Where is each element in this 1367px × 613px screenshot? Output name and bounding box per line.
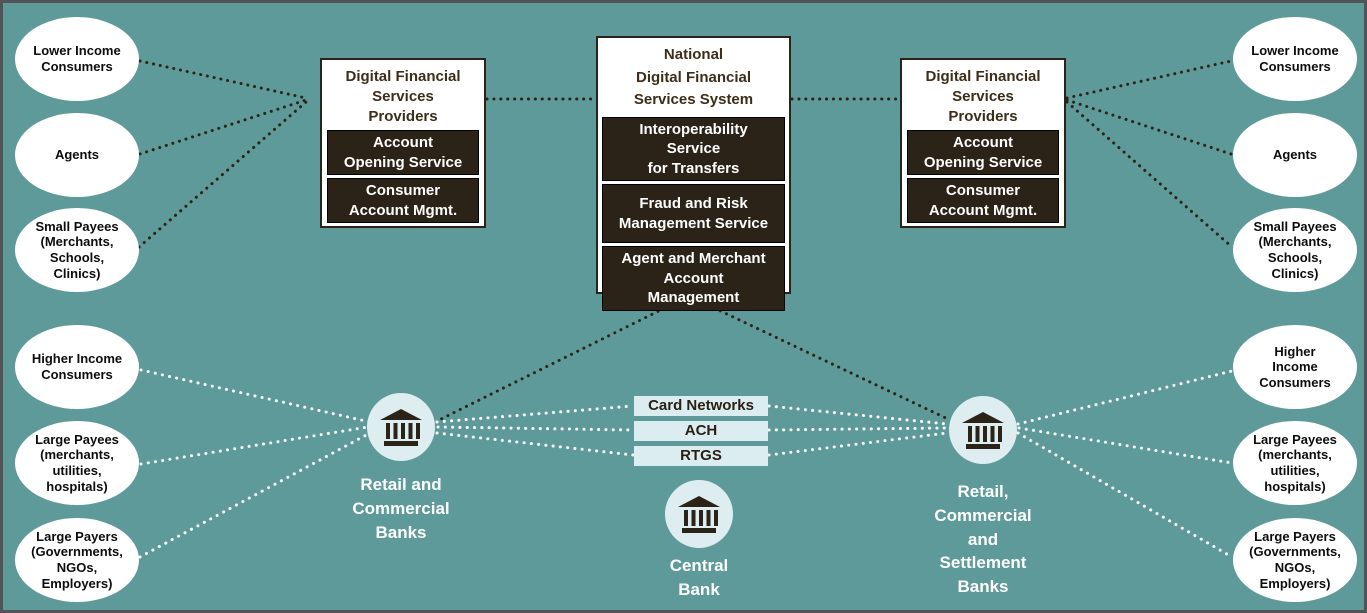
central-bank-label: Central Bank [669, 556, 729, 599]
actor-large-payees-left: Large Payees (merchants, utilities, hosp… [15, 421, 139, 505]
provider-left-title: Digital Financial Services Providers [345, 68, 461, 125]
bank-icon [678, 496, 720, 533]
retail-commercial-settlement-banks-node [949, 396, 1017, 464]
central-bank-node [665, 480, 733, 548]
bank-icon [380, 409, 422, 446]
actor-agents-right: Agents [1233, 113, 1357, 197]
retail-commercial-banks-node [367, 393, 435, 461]
national-system-title: National Digital Financial Services Syst… [633, 46, 754, 108]
rail-card-networks: Card Networks [634, 396, 768, 416]
retail-commercial-settlement-banks-label: Retail, Commercial and Settlement Banks [934, 482, 1032, 597]
actor-lower-income-consumers-right: Lower Income Consumers [1233, 17, 1357, 101]
rail-rtgs: RTGS [634, 446, 768, 466]
payment-rails: Card Networks ACH RTGS [634, 396, 768, 471]
actor-large-payees-right: Large Payees (merchants, utilities, hosp… [1233, 421, 1357, 505]
bank-icon [962, 412, 1004, 449]
actor-higher-income-consumers-left: Higher Income Consumers [15, 325, 139, 409]
digital-financial-services-providers-left: Digital Financial Services Providers Acc… [320, 58, 486, 228]
actor-small-payees-right: Small Payees (Merchants, Schools, Clinic… [1233, 208, 1357, 292]
service-agent-merchant-mgmt: Agent and Merchant Account Management [602, 246, 785, 311]
service-account-opening-left: Account Opening Service [327, 130, 479, 176]
national-digital-financial-services-system: National Digital Financial Services Syst… [596, 36, 791, 311]
retail-commercial-banks-label: Retail and Commercial Banks [352, 475, 450, 542]
actor-higher-income-consumers-right: Higher Income Consumers [1233, 325, 1357, 409]
service-consumer-account-mgmt-left: Consumer Account Mgmt. [327, 178, 479, 224]
actor-large-payers-left: Large Payers (Governments, NGOs, Employe… [15, 518, 139, 602]
actor-lower-income-consumers-left: Lower Income Consumers [15, 17, 139, 101]
digital-financial-services-providers-right: Digital Financial Services Providers Acc… [900, 58, 1066, 228]
actor-small-payees-left: Small Payees (Merchants, Schools, Clinic… [15, 208, 139, 292]
service-fraud-risk: Fraud and Risk Management Service [602, 184, 785, 243]
service-consumer-account-mgmt-right: Consumer Account Mgmt. [907, 178, 1059, 224]
service-account-opening-right: Account Opening Service [907, 130, 1059, 176]
actor-large-payers-right: Large Payers (Governments, NGOs, Employe… [1233, 518, 1357, 602]
provider-right-title: Digital Financial Services Providers [925, 68, 1041, 125]
rail-ach: ACH [634, 421, 768, 441]
actor-agents-left: Agents [15, 113, 139, 197]
service-interoperability: Interoperability Service for Transfers [602, 116, 785, 181]
